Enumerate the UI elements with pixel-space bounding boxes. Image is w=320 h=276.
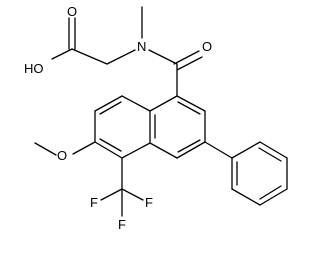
methoxy-oxygen-label: O: [57, 148, 67, 163]
bond-n-c-amide: [148, 49, 178, 65]
bond-ph-1: [231, 141, 261, 159]
bond-c-f-right: [121, 188, 144, 201]
amide-carbonyl-oxygen-label: O: [202, 39, 212, 54]
bond-c-ch2: [71, 48, 108, 65]
bond-ch2-n: [106, 49, 136, 65]
bond-ringA-inner-2: [99, 138, 122, 152]
bond-ringB-4: [149, 142, 178, 159]
bond-ringB-inner-1: [177, 101, 201, 115]
bond-ring-o-methoxy: [72, 141, 96, 155]
bond-ph-inner-2: [259, 185, 282, 200]
bond-ringA-inner-1: [99, 101, 122, 115]
bond-ringA-5: [121, 142, 151, 159]
bond-ringB-1: [176, 95, 206, 112]
bond-ringB-6: [149, 95, 178, 112]
bond-o-methyl: [34, 142, 57, 156]
fluorine-right-label: F: [145, 195, 153, 210]
fluorine-middle-label: F: [118, 217, 126, 232]
bond-ringA-1: [121, 95, 151, 112]
bond-oh-c: [51, 48, 73, 60]
bond-ph-4: [259, 188, 288, 206]
hydroxyl-label: HO: [24, 61, 44, 76]
bond-ringA-2: [94, 95, 123, 112]
bond-ringB-inner-2: [177, 139, 201, 153]
bond-c-f-left: [100, 188, 123, 201]
bond-ring-phenyl: [204, 141, 233, 159]
bonds: [34, 6, 288, 217]
bond-c-o-amide-b: [176, 56, 203, 71]
atom-labels: HO O N O O F F F: [24, 4, 212, 232]
bond-c-o-amide-a: [173, 50, 200, 65]
acid-carbonyl-oxygen-label: O: [67, 4, 77, 19]
bond-ringB-3: [176, 141, 206, 159]
bond-ph-2: [259, 141, 288, 159]
bond-ph-inner-1: [258, 147, 282, 162]
bond-ringA-4: [94, 141, 123, 159]
amide-nitrogen-label: N: [137, 39, 146, 54]
fluorine-left-label: F: [90, 195, 98, 210]
bond-ph-5: [231, 188, 261, 206]
